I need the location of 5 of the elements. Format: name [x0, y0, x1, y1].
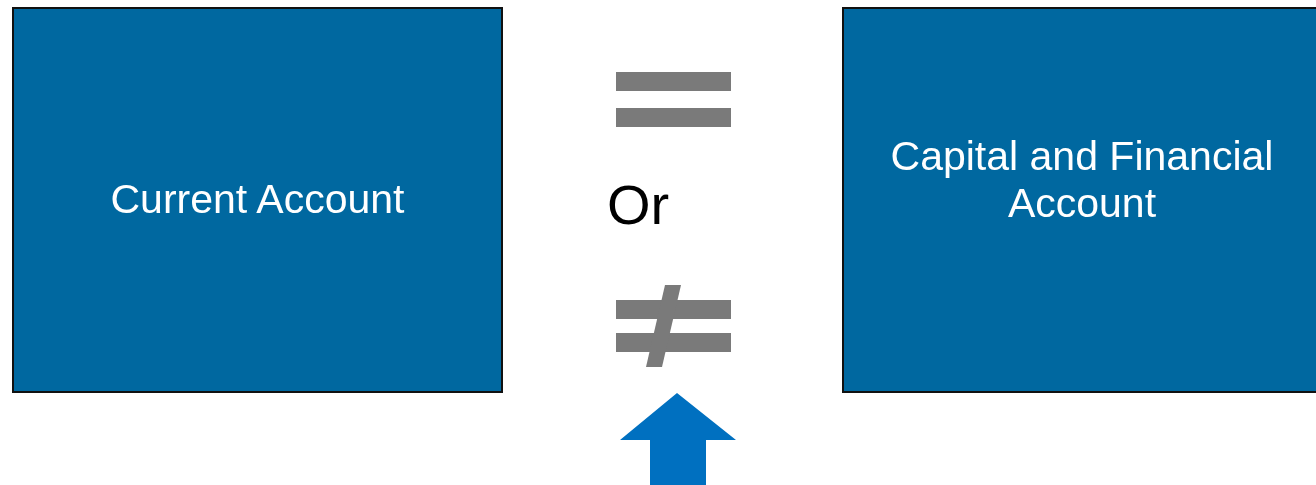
account-box [842, 7, 1316, 393]
box-title: Capital and Financial Account [889, 132, 1275, 228]
box-title: Current Account [110, 176, 405, 224]
or-label: Or [607, 172, 670, 237]
account-box [12, 7, 503, 393]
